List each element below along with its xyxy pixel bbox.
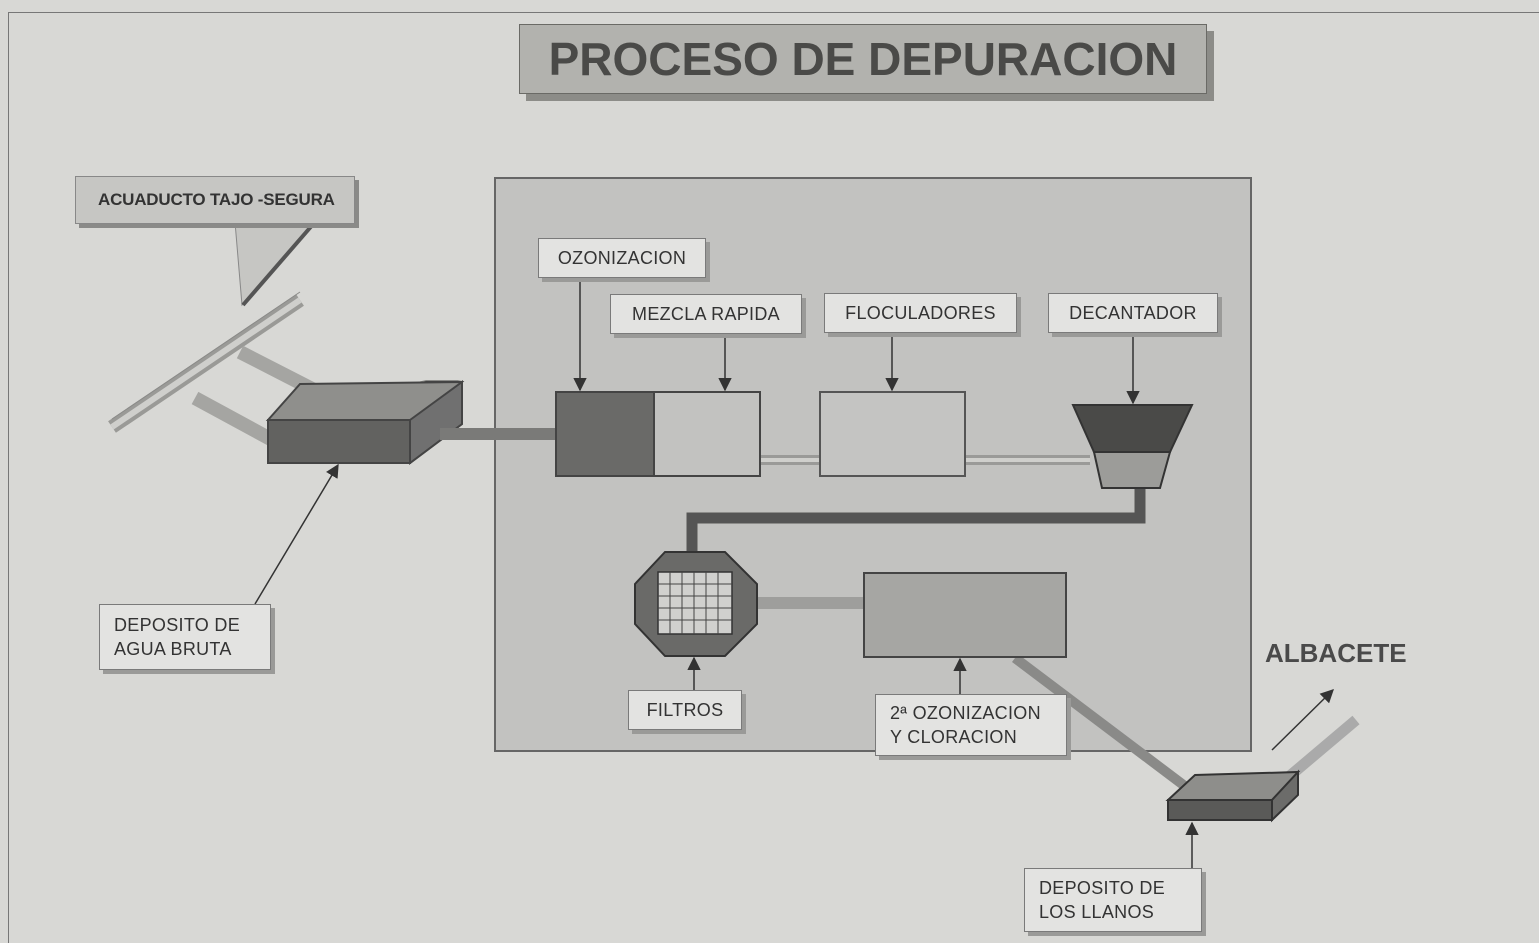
label-decantador: DECANTADOR: [1048, 293, 1218, 333]
label-ozonizacion: OZONIZACION: [538, 238, 706, 278]
pipe-decanter-to-filter: [686, 485, 1146, 552]
second-ozonation-unit: [863, 572, 1067, 658]
label-deposito-agua-bruta-line1: DEPOSITO DE: [114, 615, 240, 635]
label-albacete: ALBACETE: [1265, 638, 1407, 668]
los-llanos-tank: [1165, 769, 1301, 823]
pipe-to-albacete: [1281, 715, 1360, 785]
label-acueducto: ACUADUCTO TAJO -SEGURA: [75, 176, 355, 224]
label-mezcla-rapida: MEZCLA RAPIDA: [610, 294, 802, 334]
label-deposito-los-llanos-line1: DEPOSITO DE: [1039, 878, 1165, 898]
label-floculadores: FLOCULADORES: [824, 293, 1017, 333]
label-segunda-ozonizacion: 2ª OZONIZACION Y CLORACION: [875, 694, 1067, 756]
raw-water-tank: [265, 380, 465, 465]
label-deposito-los-llanos-line2: LOS LLANOS: [1039, 902, 1155, 922]
label-deposito-agua-bruta-line2: AGUA BRUTA: [114, 639, 232, 659]
label-deposito-agua-bruta: DEPOSITO DE AGUA BRUTA: [99, 604, 271, 670]
page-frame: [8, 12, 1539, 943]
label-deposito-los-llanos: DEPOSITO DE LOS LLANOS: [1024, 868, 1202, 932]
aqueduct-channel: [108, 291, 322, 449]
label-filtros: FILTROS: [628, 690, 742, 730]
flocculator-unit: [819, 391, 966, 477]
diagram-title: PROCESO DE DEPURACION: [519, 24, 1207, 94]
rapid-mix-unit: [555, 391, 761, 477]
filter-unit: [634, 551, 758, 657]
label-segunda-ozonizacion-line1: 2ª OZONIZACION: [890, 703, 1041, 723]
pipe-to-los-llanos: [1011, 654, 1194, 794]
decanter-unit: [1071, 404, 1194, 489]
label-segunda-ozonizacion-line2: Y CLORACION: [890, 727, 1017, 747]
